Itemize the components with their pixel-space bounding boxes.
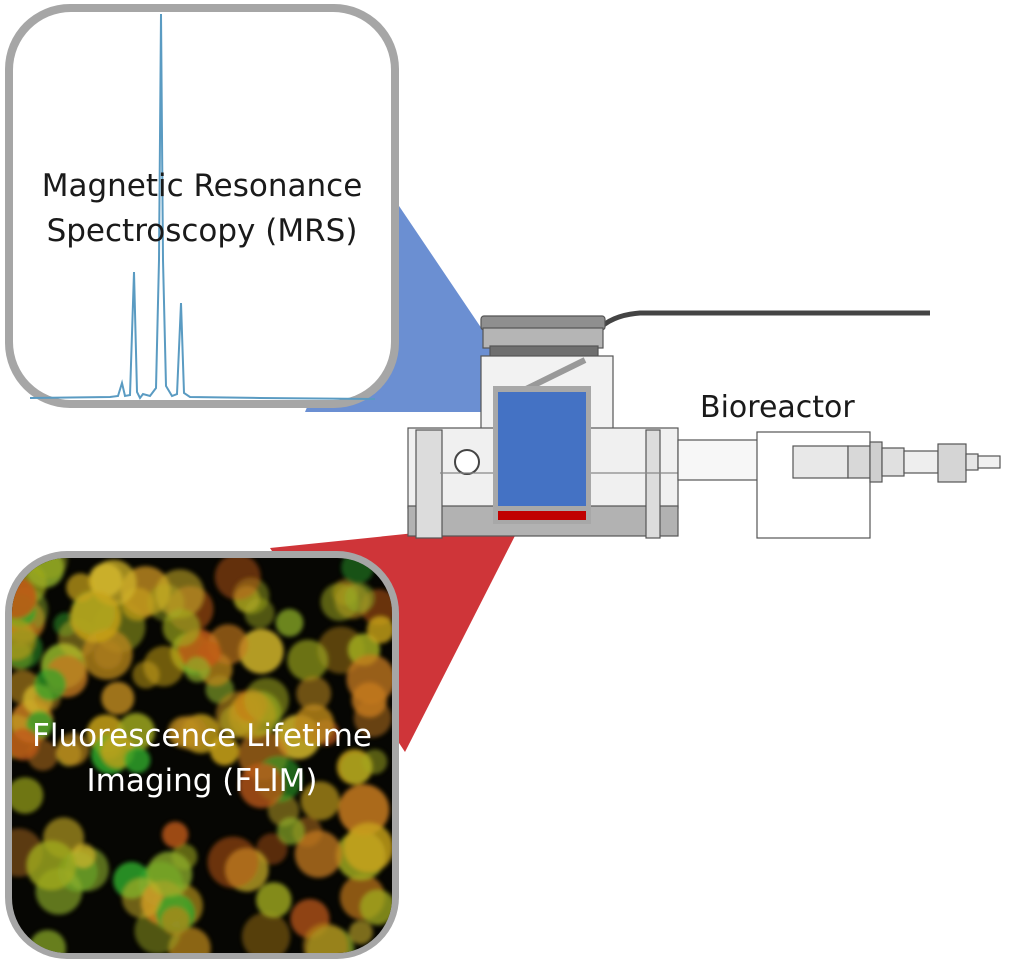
fluorescent-cell — [12, 619, 36, 661]
fluorescent-cell — [93, 640, 123, 670]
fluorescent-cell — [300, 781, 340, 821]
flim-label-line-2: Imaging (FLIM) — [86, 763, 318, 799]
fluorescent-cell — [214, 558, 261, 600]
fluorescent-cell — [162, 608, 201, 647]
fluorescent-cell — [101, 681, 135, 715]
mrs-spectrum — [29, 13, 376, 400]
fluorescent-cell — [296, 676, 332, 712]
fluorescent-cell — [26, 840, 77, 891]
fluorescent-cell — [294, 830, 343, 878]
fluorescent-cell — [12, 728, 40, 761]
fluorescent-cell — [351, 682, 387, 718]
fluorescent-cell — [56, 733, 90, 766]
fluorescent-cell — [255, 882, 292, 918]
fluorescent-cell — [162, 821, 189, 848]
fluorescent-cell — [146, 851, 193, 897]
sample-red-strip — [498, 511, 586, 520]
fluorescent-cell — [338, 784, 390, 836]
fluorescent-cell — [124, 747, 151, 774]
mrs-panel — [5, 4, 399, 408]
fluorescent-cell — [366, 616, 392, 644]
fluorescent-cell — [228, 691, 276, 740]
bioreactor-label: Bioreactor — [700, 390, 855, 425]
fluorescent-cell — [121, 878, 162, 918]
fluorescent-cell — [26, 710, 54, 738]
fluorescent-cell — [348, 920, 373, 945]
fluorescent-cell — [344, 582, 375, 613]
fluorescent-cell — [143, 645, 184, 687]
fluorescent-cell — [71, 843, 96, 869]
fluorescent-cell — [277, 817, 305, 845]
fluorescent-cell — [155, 569, 205, 619]
fluorescent-cell — [238, 628, 284, 674]
fluorescent-cell — [343, 822, 392, 873]
fluorescent-cell — [239, 763, 284, 809]
fluorescent-cell — [29, 929, 66, 953]
fluorescent-cell — [69, 591, 122, 643]
flim-panel — [5, 551, 399, 959]
flim-label-line-1: Fluorescence Lifetime — [32, 718, 372, 754]
fluorescent-cell — [303, 923, 349, 953]
fluorescent-cell — [173, 715, 208, 751]
fluorescent-cell — [184, 656, 211, 683]
fluorescent-cell — [340, 752, 372, 784]
fluorescent-cell — [12, 576, 37, 619]
fluorescent-cell — [33, 668, 67, 701]
mrs-label: Magnetic Resonance Spectroscopy (MRS) — [12, 164, 392, 254]
fluorescent-cell — [207, 836, 259, 888]
sample-blue-region — [498, 392, 586, 506]
flim-label: Fluorescence Lifetime Imaging (FLIM) — [12, 714, 392, 804]
fluorescent-cell — [161, 906, 190, 936]
fluorescent-cell — [241, 912, 291, 953]
fluorescent-cell — [359, 889, 392, 926]
mrs-label-line-1: Magnetic Resonance — [41, 168, 363, 204]
fluorescent-cell — [287, 639, 329, 681]
mrs-label-line-2: Spectroscopy (MRS) — [46, 213, 358, 249]
fluorescent-cell — [275, 608, 304, 637]
fluorescent-cell — [294, 704, 335, 744]
fluorescent-cell — [12, 777, 44, 814]
